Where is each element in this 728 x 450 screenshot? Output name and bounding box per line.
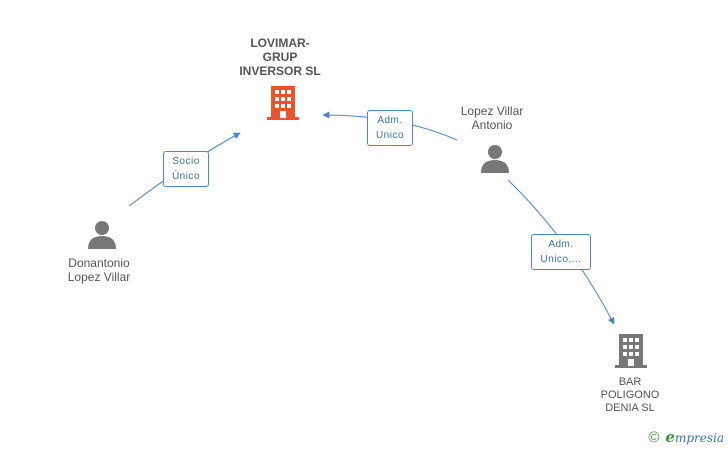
empresia-logo: empresia (665, 428, 724, 446)
copyright-icon: © (648, 428, 660, 446)
edge-label-adm-unico-etc[interactable]: Adm. Unico,... (531, 234, 591, 270)
empresia-watermark[interactable]: © empresia (648, 428, 724, 446)
edge-label-line: Único (171, 171, 201, 182)
edge-label-line: Unico,... (540, 254, 582, 265)
building-icon-bar-poligono[interactable] (615, 334, 647, 368)
edge-label-socio-unico[interactable]: Socio Único (163, 151, 209, 187)
person-label-donantonio[interactable]: Donantonio Lopez Villar (67, 256, 131, 284)
person-icon-lopez-villar[interactable] (480, 143, 510, 173)
edge-label-line: Adm. (548, 239, 574, 250)
building-icon-lovimar[interactable] (267, 86, 299, 120)
edge-label-line: Unico (375, 130, 405, 141)
edge-label-line: Adm. (377, 115, 403, 126)
company-label-lovimar[interactable]: LOVIMAR- GRUP INVERSOR SL (239, 36, 321, 78)
person-icon-donantonio[interactable] (87, 219, 117, 249)
edge-label-adm-unico[interactable]: Adm. Unico (367, 110, 413, 146)
edge-label-line: Socio (172, 156, 200, 167)
company-label-bar-poligono[interactable]: BAR POLIGONO DENIA SL (600, 376, 660, 414)
person-label-lopez-villar[interactable]: Lopez Villar Antonio (460, 104, 524, 132)
